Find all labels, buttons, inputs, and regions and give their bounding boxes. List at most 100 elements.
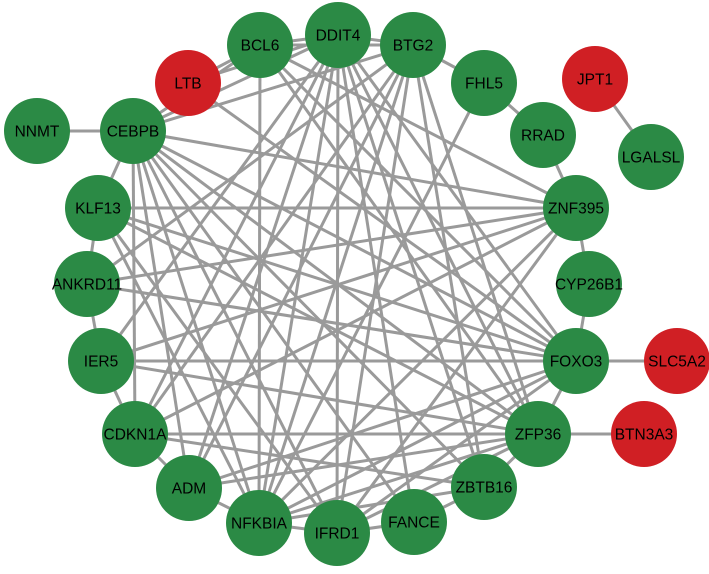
edge-cebpb-zbtb16 <box>131 129 486 489</box>
node-label: FANCE <box>388 515 440 532</box>
edge-znf395-ier5 <box>100 206 577 363</box>
node-nfkbia[interactable]: NFKBIA <box>226 490 292 556</box>
node-circle <box>4 98 70 164</box>
node-jpt1[interactable]: JPT1 <box>562 46 628 112</box>
node-cebpb[interactable]: CEBPB <box>100 98 166 164</box>
node-label: CYP26B1 <box>555 277 623 294</box>
node-btn3a3[interactable]: BTN3A3 <box>611 401 677 467</box>
node-circle <box>68 328 134 394</box>
node-znf395[interactable]: ZNF395 <box>543 175 609 241</box>
node-circle <box>556 251 622 317</box>
node-adm[interactable]: ADM <box>156 455 222 521</box>
edge-bcl6-zfp36 <box>258 44 540 435</box>
edge-cebpb-znf395 <box>132 129 577 210</box>
edge-ddit4-zfp36 <box>336 34 540 435</box>
node-label: KLF13 <box>75 201 121 218</box>
node-label: FHL5 <box>465 76 503 93</box>
node-circle <box>65 175 131 241</box>
node-label: CEBPB <box>107 124 160 141</box>
edge-zfp36-nfkbia <box>258 432 539 525</box>
node-circle <box>510 102 576 168</box>
node-cyp26b1[interactable]: CYP26B1 <box>555 251 623 317</box>
node-circle <box>543 175 609 241</box>
node-fhl5[interactable]: FHL5 <box>451 50 517 116</box>
node-circle <box>156 455 222 521</box>
node-label: ZBTB16 <box>456 480 513 497</box>
node-label: NNMT <box>15 124 60 141</box>
node-nnmt[interactable]: NNMT <box>4 98 70 164</box>
node-lgalsl[interactable]: LGALSL <box>618 124 684 190</box>
node-klf13[interactable]: KLF13 <box>65 175 131 241</box>
node-label: RRAD <box>521 128 565 145</box>
edge-btg2-ankrd11 <box>86 43 414 286</box>
node-circle <box>304 500 370 566</box>
node-circle <box>380 12 446 78</box>
node-circle <box>505 401 571 467</box>
edge-znf395-ifrd1 <box>335 207 578 534</box>
node-label: LTB <box>174 76 201 93</box>
node-label: IER5 <box>84 354 118 371</box>
node-ier5[interactable]: IER5 <box>68 328 134 394</box>
node-label: BTG2 <box>393 38 433 55</box>
edge-cebpb-nfkbia <box>131 130 261 524</box>
node-label: FOXO3 <box>550 354 603 371</box>
edge-btg2-adm <box>187 44 415 489</box>
node-label: ADM <box>172 481 206 498</box>
node-circle <box>543 328 609 394</box>
node-foxo3[interactable]: FOXO3 <box>543 328 609 394</box>
node-cdkn1a[interactable]: CDKN1A <box>102 401 168 467</box>
edge-klf13-nfkbia <box>96 207 261 524</box>
node-label: JPT1 <box>577 72 613 89</box>
node-circle <box>100 98 166 164</box>
node-circle <box>618 124 684 190</box>
node-circle <box>155 50 221 116</box>
node-label: ANKRD11 <box>52 277 122 294</box>
node-label: BTN3A3 <box>615 427 674 444</box>
node-label: CDKN1A <box>104 427 168 444</box>
node-label: ZFP36 <box>515 427 562 444</box>
edge-klf13-ifrd1 <box>96 207 339 534</box>
node-label: DDIT4 <box>316 28 361 45</box>
node-ifrd1[interactable]: IFRD1 <box>304 500 370 566</box>
node-circle <box>451 50 517 116</box>
node-zbtb16[interactable]: ZBTB16 <box>451 454 517 520</box>
edge-cebpb-fance <box>131 130 416 523</box>
edge-zfp36-ifrd1 <box>336 432 539 535</box>
node-bcl6[interactable]: BCL6 <box>227 12 293 78</box>
node-label: SLC5A2 <box>648 354 706 371</box>
node-circle <box>644 328 709 394</box>
edge-cebpb-cdkn1a <box>131 130 137 435</box>
edge-cebpb-ifrd1 <box>131 130 339 534</box>
node-slc5a2[interactable]: SLC5A2 <box>644 328 709 394</box>
node-ltb[interactable]: LTB <box>155 50 221 116</box>
edge-ltb-foxo3 <box>187 81 577 363</box>
edge-fhl5-nfkbia <box>257 82 486 524</box>
node-circle <box>227 12 293 78</box>
node-ddit4[interactable]: DDIT4 <box>305 2 371 68</box>
node-label: IFRD1 <box>315 526 360 543</box>
edge-bcl6-foxo3 <box>258 43 578 363</box>
node-circle <box>102 401 168 467</box>
edge-zfp36-adm <box>188 432 539 490</box>
edge-ankrd11-znf395 <box>86 206 577 286</box>
node-rrad[interactable]: RRAD <box>510 102 576 168</box>
node-label: LGALSL <box>622 150 681 167</box>
node-circle <box>54 251 120 317</box>
edge-cdkn1a-zbtb16 <box>134 432 485 489</box>
edge-ddit4-adm <box>187 34 340 489</box>
node-zfp36[interactable]: ZFP36 <box>505 401 571 467</box>
edge-zbtb16-nfkbia <box>258 485 485 525</box>
edge-ddit4-ier5 <box>99 34 340 362</box>
edge-ddit4-foxo3 <box>336 34 578 362</box>
node-label: NFKBIA <box>231 516 288 533</box>
edge-bcl6-nfkbia <box>257 44 262 524</box>
node-ankrd11[interactable]: ANKRD11 <box>52 251 122 317</box>
edge-cebpb-ddit4 <box>132 33 339 133</box>
edge-btg2-ifrd1 <box>335 44 415 534</box>
edge-ddit4-nfkbia <box>257 34 340 524</box>
node-circle <box>451 454 517 520</box>
edge-foxo3-adm <box>188 359 577 490</box>
node-btg2[interactable]: BTG2 <box>380 12 446 78</box>
node-fance[interactable]: FANCE <box>381 489 447 555</box>
